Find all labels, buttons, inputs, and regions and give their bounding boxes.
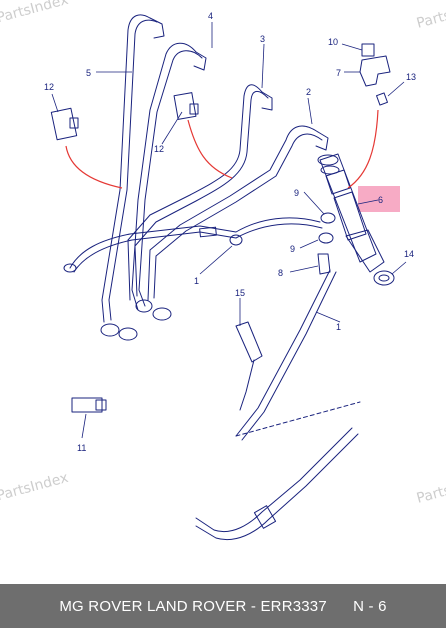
red-arc-middle [187, 119, 233, 179]
watermark-bottom-right: PartsIndex [415, 472, 446, 506]
highlight-part-6 [358, 186, 400, 212]
footer-part-reference: MG ROVER LAND ROVER - ERR3337 [59, 597, 327, 615]
callout-2: 2 [306, 87, 311, 97]
fuel-pipe-3 [127, 84, 273, 301]
callout-9-lower: 9 [290, 244, 295, 254]
washer-14 [373, 270, 395, 286]
connector-12-middle [173, 92, 199, 120]
banjo-bolts [317, 212, 336, 275]
callout-9-upper: 9 [294, 188, 299, 198]
injector-6 [317, 153, 385, 273]
callout-15: 15 [235, 288, 245, 298]
red-arc-left [65, 145, 123, 189]
callout-6: 6 [378, 195, 383, 205]
callout-10: 10 [328, 37, 338, 47]
footer-page-number: N - 6 [353, 597, 387, 615]
fuel-pipe-5 [101, 14, 165, 323]
footer-spacer [327, 598, 353, 615]
callout-12-left: 12 [44, 82, 54, 92]
callout-3: 3 [260, 34, 265, 44]
red-arc-right [347, 109, 379, 189]
watermark-top-left: PartsIndex [0, 0, 70, 26]
callout-11: 11 [77, 443, 86, 453]
parts-diagram: PartsIndex PartsIndex PartsIndex PartsIn… [0, 0, 446, 540]
callout-8: 8 [278, 268, 283, 278]
callout-13: 13 [406, 72, 416, 82]
callout-14: 14 [404, 249, 414, 259]
fuel-pipe-4 [131, 42, 207, 311]
callout-5: 5 [86, 68, 91, 78]
watermark-bottom-left: PartsIndex [0, 470, 70, 504]
footer-bar: MG ROVER LAND ROVER - ERR3337 N - 6 [0, 584, 446, 628]
callout-4: 4 [208, 11, 213, 21]
callout-1-upper: 1 [194, 276, 199, 286]
callout-1-lower: 1 [336, 322, 341, 332]
fuel-pipe-2 [147, 125, 329, 301]
callout-7: 7 [336, 68, 341, 78]
pump-end-nuts [100, 299, 172, 341]
fitting-11 [71, 397, 107, 413]
leak-off-pipe-1 [63, 217, 323, 273]
leak-off-return-pipe [195, 269, 361, 540]
callout-12-middle: 12 [154, 144, 164, 154]
clamp-assembly [359, 43, 391, 106]
sensor-15 [235, 321, 263, 411]
connector-12-left [50, 107, 79, 141]
watermark-top-right: PartsIndex [415, 0, 446, 32]
